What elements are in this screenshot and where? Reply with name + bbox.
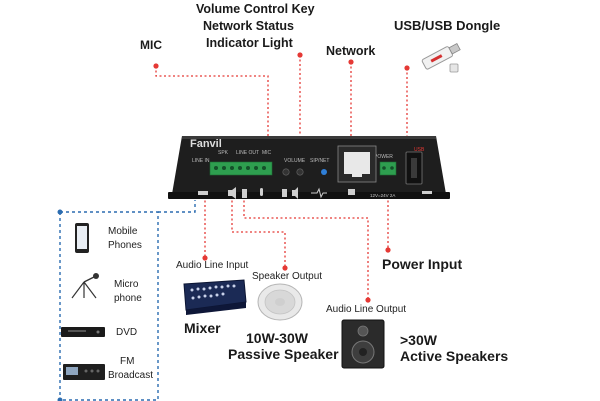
passive-speaker-watt-label: 10W-30W (246, 330, 308, 346)
dvd-player-icon (61, 327, 105, 337)
port-label-line-in: LINE IN (192, 158, 210, 164)
source-label-micro: Micro (114, 279, 139, 290)
active-speaker-image (341, 319, 385, 369)
port-label-power: POWER (374, 154, 393, 160)
line-output-callout (243, 196, 369, 300)
mobile-phone-icon (75, 223, 89, 253)
mic-label: MIC (140, 38, 162, 52)
device-icon-strip (198, 187, 432, 199)
passive-speaker-label: Passive Speaker (228, 346, 339, 362)
source-label-fm: FM (120, 356, 135, 367)
audio-line-output-label: Audio Line Output (326, 304, 407, 315)
usb-dongle-icon (421, 43, 461, 73)
active-speaker-watt-label: >30W (400, 332, 437, 348)
port-label-spk: SPK (218, 150, 229, 156)
microphone-icon (71, 273, 99, 299)
source-label-dvd: DVD (116, 327, 138, 338)
active-speaker-label: Active Speakers (400, 348, 509, 364)
mic-callout (155, 66, 269, 148)
port-label-line-out: LINE OUT (236, 150, 260, 156)
source-label-phones: Phones (108, 240, 142, 251)
speaker-output-label: Speaker Output (252, 271, 323, 282)
volume-key-label: Volume Control Key (196, 2, 315, 16)
mixer-image (183, 279, 247, 315)
source-label-broadcast: Broadcast (108, 370, 154, 381)
port-label-mic: MIC (262, 150, 272, 156)
source-label-mobile: Mobile (108, 226, 138, 237)
usb-label: USB/USB Dongle (394, 18, 501, 33)
port-label-volume: VOLUME (284, 158, 306, 164)
speaker-output-callout (231, 196, 286, 268)
port-label-voltage: 12V=24V 2A (370, 193, 396, 198)
source-bracket (59, 200, 196, 401)
port-label-sip-net: SIP/NET (310, 158, 330, 164)
paging-gateway-device: Fanvil LINE IN SPK LINE OUT MIC VOLUME S… (168, 132, 450, 200)
port-label-usb: USB (414, 147, 425, 153)
brand-logo: Fanvil (190, 138, 222, 150)
indicator-light-label: Indicator Light (206, 36, 293, 50)
source-label-phone: phone (114, 293, 142, 304)
network-status-label: Network Status (203, 19, 294, 33)
passive-speaker-image (257, 283, 303, 321)
audio-line-input-label: Audio Line Input (176, 260, 249, 271)
network-label: Network (326, 44, 376, 58)
mixer-label: Mixer (184, 320, 221, 336)
power-input-label: Power Input (382, 256, 463, 272)
fm-radio-icon (63, 364, 105, 380)
